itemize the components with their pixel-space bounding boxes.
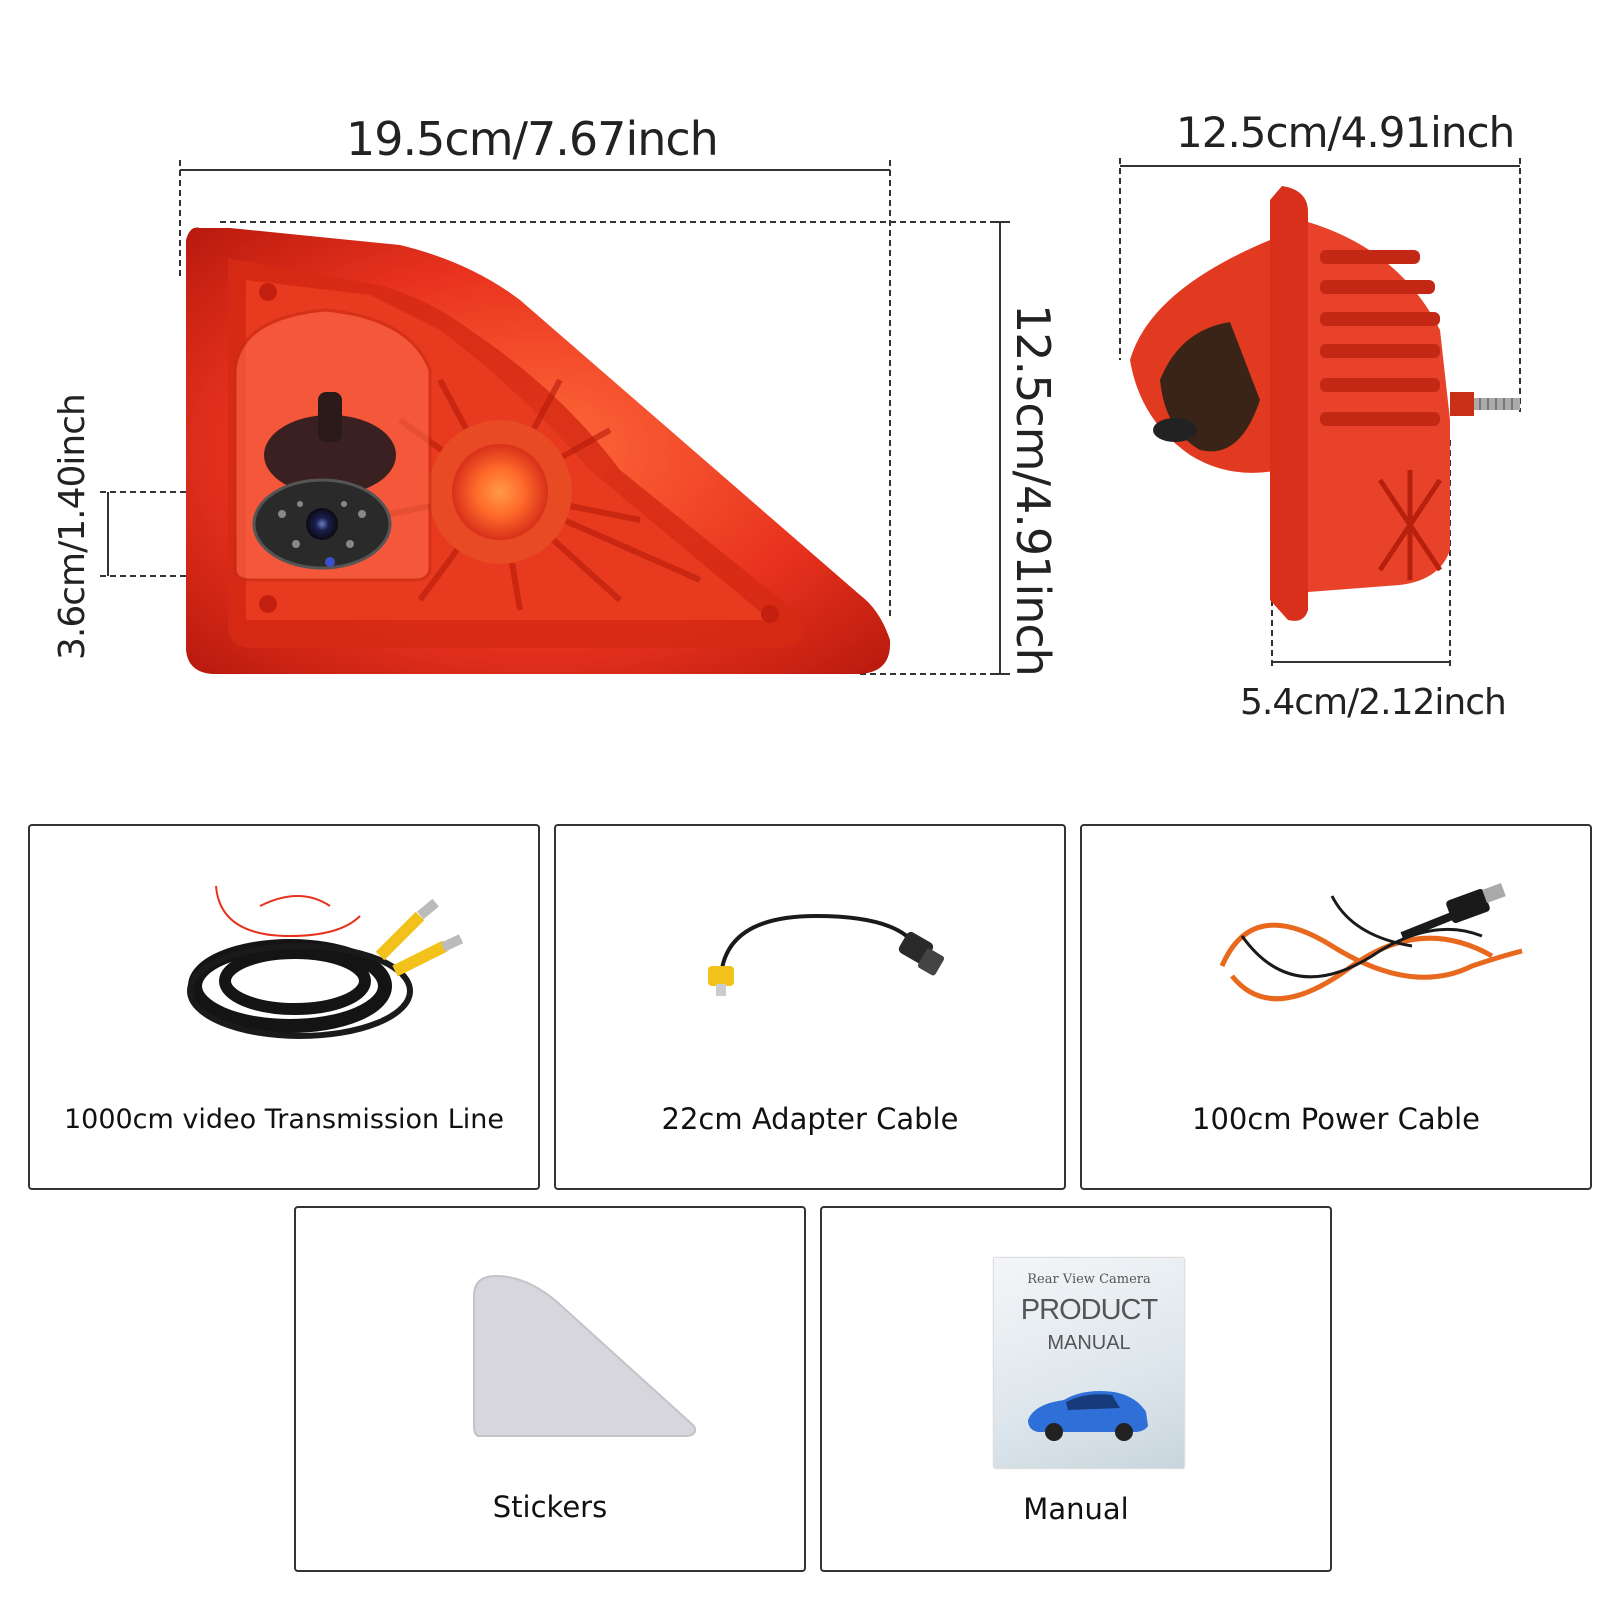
brake-light-housing-side [1130,186,1520,621]
accessory-label: Manual [1023,1492,1129,1526]
video-cable-icon [187,885,464,1039]
front-width-label: 19.5cm/7.67inch [346,112,719,166]
accessory-card-adapter-cable: 22cm Adapter Cable [554,824,1066,1190]
brake-light-housing-front [186,227,891,674]
manual-cover-line3: MANUAL [1047,1332,1131,1354]
side-dimension-lines [1119,158,1521,670]
manual-cover-line2: PRODUCT [1020,1294,1158,1326]
accessory-label: Stickers [492,1490,608,1524]
adapter-cable-icon [708,913,945,996]
side-depth-label: 5.4cm/2.12inch [1240,682,1507,723]
accessory-label: 1000cm video Transmission Line [63,1104,505,1135]
manual-cover-line1: Rear View Camera [1027,1272,1151,1287]
accessory-card-video-line: 1000cm video Transmission Line [28,824,540,1190]
manual-icon: Rear View Camera PRODUCT MANUAL [994,1258,1184,1468]
accessory-label: 22cm Adapter Cable [661,1102,959,1136]
power-cable-icon [1219,883,1523,1002]
accessory-card-stickers: Stickers [294,1206,806,1572]
accessory-card-manual: Rear View Camera PRODUCT MANUAL Manual [820,1206,1332,1572]
accessory-label: 100cm Power Cable [1192,1102,1480,1136]
front-width-dimension-line [100,160,1010,675]
sticker-icon [473,1274,697,1437]
side-width-label: 12.5cm/4.91inch [1176,108,1515,157]
accessory-card-power-cable: 100cm Power Cable [1080,824,1592,1190]
car-icon [1028,1391,1148,1441]
